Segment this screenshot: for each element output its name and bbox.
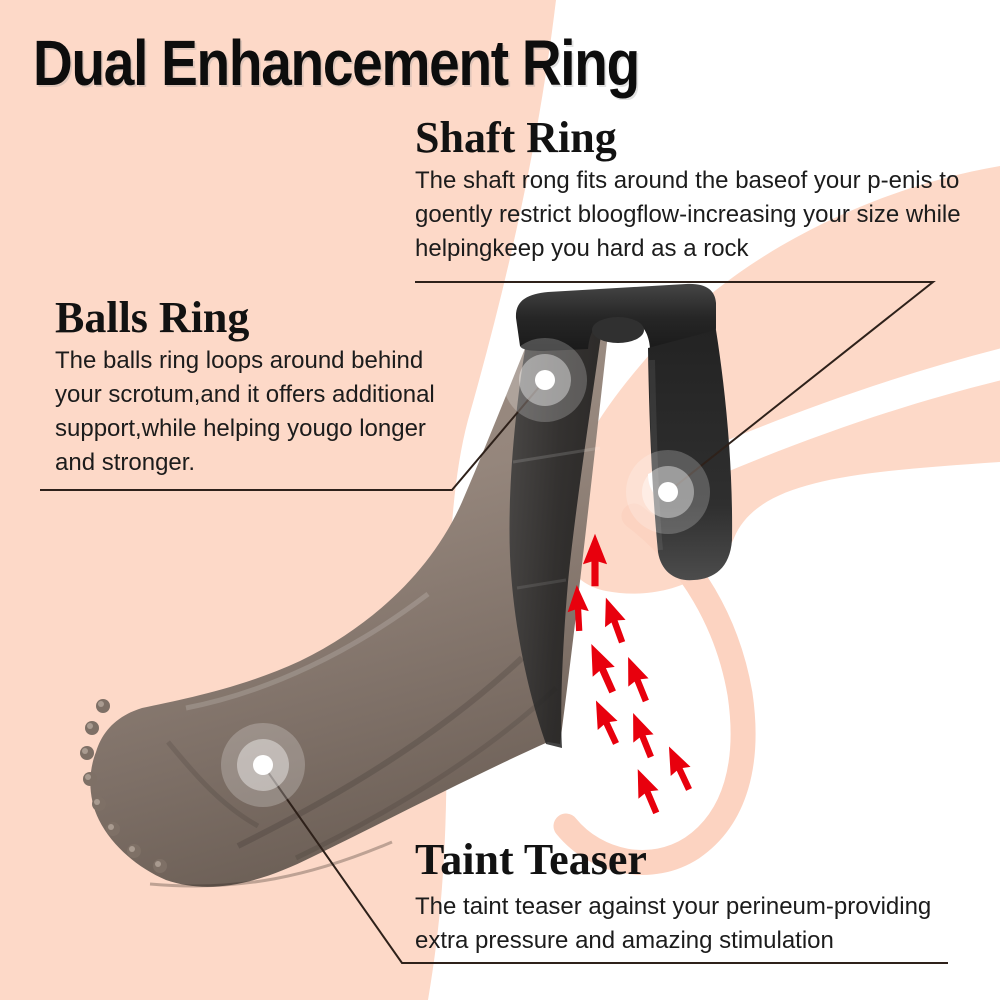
shaft-ring-anchor-dot-marker-icon	[658, 482, 678, 502]
balls-ring-callout-line	[40, 379, 546, 491]
balls-ring-heading: Balls Ring	[55, 293, 250, 342]
dual-ring-device	[80, 283, 733, 888]
taint-teaser-anchor-dot-marker-icon	[253, 755, 273, 775]
callout-lines	[40, 281, 948, 964]
shaft-ring-description: The shaft rong fits around the baseof yo…	[415, 167, 961, 262]
page-title: Dual Enhancement Ring	[33, 27, 640, 99]
shaft-ring-heading: Shaft Ring	[415, 113, 617, 162]
white-stripe	[648, 348, 1000, 500]
balls-ring-anchor-dot-marker-icon	[535, 370, 555, 390]
scrotum-contour	[553, 503, 756, 875]
taint-teaser-description: The taint teaser against your perineum-p…	[415, 893, 932, 954]
taint-teaser-callout-line	[262, 764, 948, 964]
taint-teaser-arm	[80, 292, 613, 888]
shaft-ring-leg	[648, 330, 733, 581]
balls-ring-description: The balls ring loops around behind your …	[55, 347, 435, 476]
taint-teaser-heading: Taint Teaser	[415, 835, 647, 884]
balls-ring-leg	[509, 296, 606, 748]
annotation-markers	[221, 338, 710, 807]
shaft-ring-callout-line	[415, 281, 936, 493]
